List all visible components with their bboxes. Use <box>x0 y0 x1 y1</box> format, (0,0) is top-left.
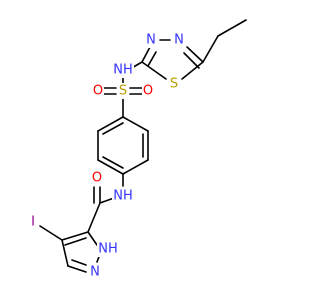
atom-label-o-carbonyl: O <box>92 171 102 186</box>
atom-label-bg-nh-amide <box>112 188 134 204</box>
bond-c5-n1 <box>67 265 87 273</box>
bond-benz-6-1-inner <box>102 122 124 135</box>
atom-label-nh-sulfonamide: NH <box>113 63 133 78</box>
bond-ethyl-ch3 <box>217 19 247 37</box>
atom-label-n-thiad-b: N <box>146 33 156 48</box>
atom-label-bg-n-thiad-a <box>173 32 185 48</box>
atom-label-o-sulfonyl-left: O <box>93 84 103 99</box>
bond-ethyl-ch2 <box>202 35 219 63</box>
bond-c5-n4-double <box>183 52 200 69</box>
bond-n3-c2-double <box>147 51 157 67</box>
atom-label-nh-amide: NH <box>113 189 133 204</box>
atom-label-bg-s-thiad <box>168 76 180 92</box>
atom-label-bg-o-sulfonyl-right <box>142 83 154 99</box>
atom-label-bg-o-carbonyl <box>91 170 103 186</box>
bond-benz-4-5 <box>97 159 124 175</box>
bond-n2-c3 <box>87 231 98 246</box>
bond-s1-c5 <box>181 61 204 80</box>
atom-label-bg-i-sub <box>27 214 39 230</box>
atom-label-n-thiad-a: N <box>174 33 184 48</box>
bond-nh-carbonyl <box>99 197 115 204</box>
atom-label-bg-nh-sulfonamide <box>112 62 134 78</box>
bond-benz-3-4 <box>122 159 149 175</box>
atom-label-n-pyrazole: N <box>90 265 100 280</box>
bond-benz-6-1 <box>97 116 124 132</box>
atom-label-bg-n-pyrazole-h <box>97 241 119 257</box>
bonds <box>39 19 247 273</box>
atom-label-i-sub: I <box>31 215 35 230</box>
bond-c2-s1 <box>141 61 167 80</box>
bond-c5-n4 <box>186 46 204 63</box>
atom-labels: N N S NH S O O NH O I NH N <box>27 32 185 280</box>
bond-c3-c4 <box>61 231 89 241</box>
atom-label-n-pyrazole-h: NH <box>98 242 118 257</box>
atom-label-bg-s-sulfonyl <box>117 83 129 99</box>
atom-label-bg-n-thiad-b <box>145 32 157 48</box>
atom-label-bg-o-sulfonyl-left <box>92 83 104 99</box>
atom-label-bg-n-pyrazole <box>89 264 101 280</box>
molecule-structure: N N S NH S O O NH O I NH N <box>27 19 247 280</box>
bond-carbonyl-pyrazole <box>87 202 101 233</box>
bond-c5-n1-double <box>71 259 87 266</box>
atom-label-s-thiad: S <box>170 77 178 92</box>
bond-n3-c2 <box>141 46 151 63</box>
bond-c4-c5 <box>61 239 69 267</box>
atom-label-o-sulfonyl-right: O <box>143 84 153 99</box>
bond-benz-1-2 <box>122 116 149 132</box>
bond-c4-iodine <box>39 225 63 241</box>
bond-c3-c4-double <box>64 237 87 246</box>
atom-label-s-sulfonyl: S <box>119 84 127 99</box>
bond-benz-4-5-inner <box>102 156 124 169</box>
